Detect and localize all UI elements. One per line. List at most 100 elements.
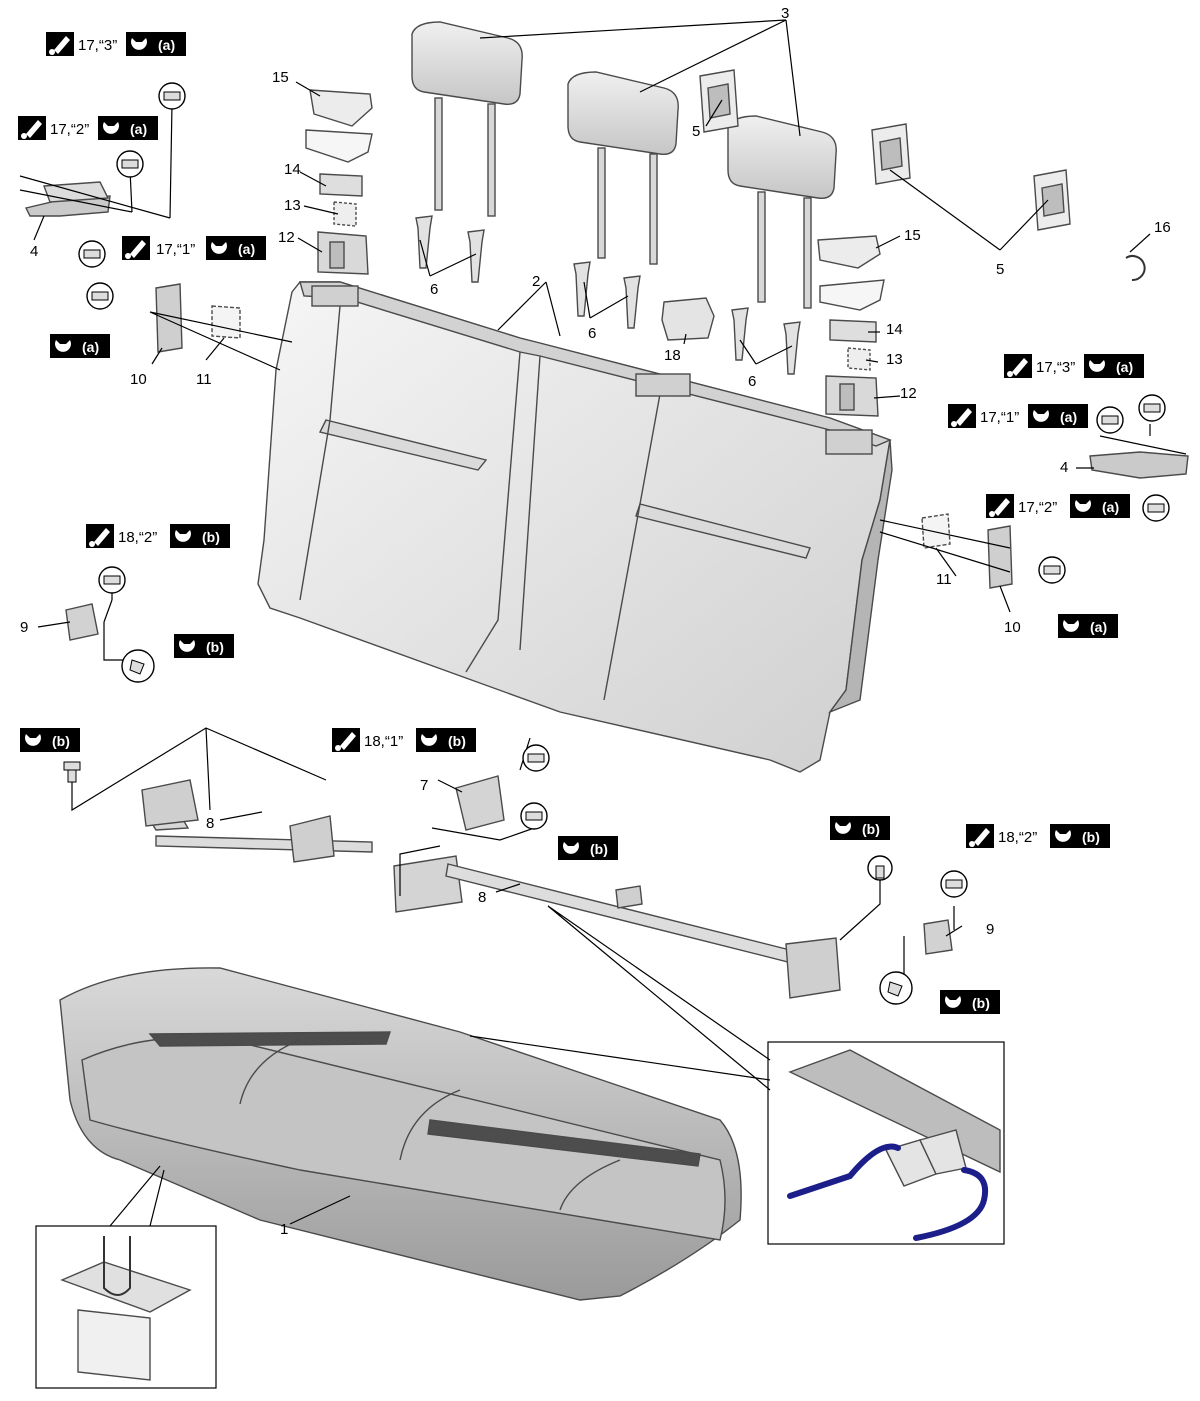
torque-badge-a-text: (a): [1060, 409, 1077, 425]
cover-14-right: [829, 319, 877, 343]
trim-15-right: [817, 235, 885, 311]
torque-badge-b-text: (b): [52, 733, 70, 749]
frame-8-left: [141, 779, 373, 863]
callout-14: 14: [284, 161, 301, 178]
callout-10: 10: [130, 371, 147, 388]
torque-order-18-2: 18,“2”: [118, 529, 157, 546]
torque-label-right-b-9: (b): [940, 990, 1000, 1014]
cover-14-left: [319, 173, 363, 197]
torque-order-18-1: 18,“1”: [364, 733, 403, 750]
callout-12: 12: [900, 385, 917, 402]
leader-lines: [19, 19, 1187, 1227]
callout-5: 5: [996, 261, 1004, 278]
headrest-right: [727, 115, 837, 309]
bolt-icon: [867, 855, 893, 881]
clip-13-right: [847, 347, 871, 371]
torque-badge-b-text: (b): [448, 733, 466, 749]
bezel-5-right-a: [871, 123, 911, 185]
callout-2: 2: [532, 273, 540, 290]
headrest-left: [411, 21, 523, 217]
callout-15: 15: [272, 69, 289, 86]
torque-badge-b: [968, 990, 1000, 1014]
bolt-icon: [116, 150, 144, 178]
torque-badge-b: [444, 728, 476, 752]
bracket-9-left: [65, 603, 99, 641]
torque-label-right-18-2: 18,“2” (b): [966, 824, 1110, 848]
latch-10-left: [155, 283, 183, 353]
callout-14: 14: [886, 321, 903, 338]
callout-8: 8: [478, 889, 486, 906]
torque-badge-a: [154, 32, 186, 56]
bolt-icon: [520, 802, 548, 830]
torque-label-right-a: (a): [1058, 614, 1118, 638]
torque-label-right-17-2: 17,“2” (a): [986, 494, 1130, 518]
frame-8-center: [393, 855, 841, 999]
torque-badge-b-text: (b): [862, 821, 880, 837]
wire-hook: [787, 1143, 988, 1241]
callout-numbers: 3 15 5 14 13 12 4 16 15 5 6 2 6 18 14 13…: [20, 5, 1171, 1238]
torque-order-18-2: 18,“2”: [998, 829, 1037, 846]
bezel-5-right-b: [1033, 169, 1071, 231]
latch-10-right: [987, 525, 1013, 589]
detail-inset-clip: [35, 1225, 217, 1389]
bolt-icon: [78, 240, 106, 268]
headrest-center: [567, 71, 679, 265]
torque-order-17-3: 17,“3”: [78, 37, 117, 54]
torque-order-17-1: 17,“1”: [156, 241, 195, 258]
bolt-icon: [121, 649, 155, 683]
callout-4: 4: [30, 243, 38, 260]
callout-3: 3: [781, 5, 789, 22]
torque-label-left-18-2: 18,“2” (b): [86, 524, 230, 548]
ring-16: [1125, 255, 1146, 282]
callout-13: 13: [284, 197, 301, 214]
torque-badge-a-text: (a): [1090, 619, 1107, 635]
callout-6: 6: [588, 325, 596, 342]
bolt-icon: [1142, 494, 1170, 522]
torque-label-right-b-8: (b): [830, 816, 890, 840]
bolt-icon: [1138, 394, 1166, 422]
detail-inset-hook: [767, 1041, 1005, 1245]
torque-label-left-b-9: (b): [174, 634, 234, 658]
torque-badge-a: [1086, 614, 1118, 638]
bolt-icon: [940, 870, 968, 898]
torque-badge-a: [1056, 404, 1088, 428]
torque-badge-b: [198, 524, 230, 548]
torque-badge-a: [1098, 494, 1130, 518]
torque-badge-b-text: (b): [202, 529, 220, 545]
torque-badge-b: [858, 816, 890, 840]
torque-label-center-18-1: 18,“1” (b): [332, 728, 476, 752]
bolt-icon: [158, 82, 186, 110]
bolt-icon: [1038, 556, 1066, 584]
callout-4: 4: [1060, 459, 1068, 476]
callout-9: 9: [986, 921, 994, 938]
torque-order-17-2: 17,“2”: [1018, 499, 1057, 516]
headrest-guides-center: [573, 261, 641, 329]
torque-badge-a: [126, 116, 158, 140]
seatback-assembly: [257, 281, 893, 773]
torque-badge-b-text: (b): [590, 841, 608, 857]
torque-label-left-17-3: 17,“3” (a): [46, 32, 186, 56]
callout-11: 11: [196, 371, 212, 388]
callout-6: 6: [748, 373, 756, 390]
torque-badge-a-text: (a): [158, 37, 175, 53]
bolt-icon: [86, 282, 114, 310]
bolt-icon: [98, 566, 126, 594]
torque-badge-a-text: (a): [82, 339, 99, 355]
hinge-12-left: [317, 231, 369, 275]
cover-11-left: [211, 305, 241, 339]
bracket-9-right: [923, 919, 953, 955]
torque-order-17-1: 17,“1”: [980, 409, 1019, 426]
torque-badge-a: [234, 236, 266, 260]
callout-6: 6: [430, 281, 438, 298]
callout-12: 12: [278, 229, 295, 246]
bracket-7: [455, 775, 505, 831]
callout-13: 13: [886, 351, 903, 368]
clip-13-left: [333, 201, 357, 227]
callout-11: 11: [936, 571, 952, 588]
bolt-icon: [63, 761, 81, 783]
torque-badge-b: [1078, 824, 1110, 848]
hinge-12-right: [825, 375, 879, 417]
torque-badge-a-text: (a): [1116, 359, 1133, 375]
torque-label-center-b: (b): [558, 836, 618, 860]
